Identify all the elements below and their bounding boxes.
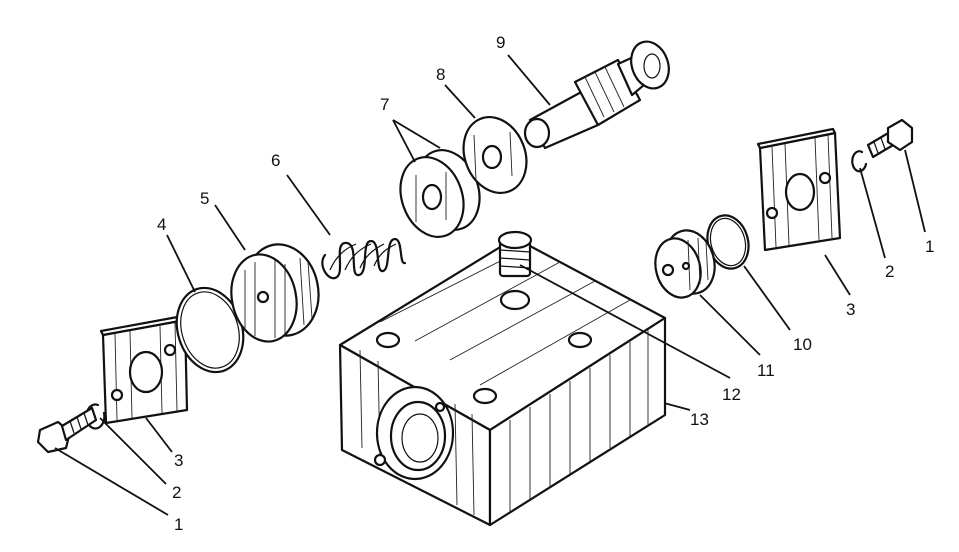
spring [321, 237, 407, 280]
callout-6: 6 [271, 151, 280, 170]
cap-screw-right [866, 118, 914, 159]
piston-right [654, 229, 716, 299]
end-plate-left [99, 314, 189, 425]
disc-pair [399, 149, 481, 238]
callout-11: 11 [757, 361, 775, 380]
callout-10: 10 [793, 335, 812, 354]
callout-9: 9 [496, 33, 505, 52]
end-plate-right [756, 127, 842, 252]
callout-12: 12 [722, 385, 741, 404]
callout-8: 8 [436, 65, 445, 84]
callout-2-right: 2 [885, 262, 894, 281]
callout-1-right: 1 [925, 237, 934, 256]
top-threaded-plug [497, 230, 533, 278]
cap-screw-left [36, 406, 98, 454]
callout-3-right: 3 [846, 300, 855, 319]
lock-washer-right [851, 150, 868, 173]
callout-4: 4 [157, 215, 166, 234]
callout-1-left: 1 [174, 515, 183, 534]
callout-5: 5 [200, 189, 209, 208]
callout-7: 7 [380, 95, 389, 114]
callout-labels: 1 2 3 4 5 6 7 8 9 10 11 12 13 3 2 1 [157, 33, 934, 534]
spool-stem [523, 40, 670, 150]
valve-body-block [338, 236, 667, 527]
single-disc [462, 116, 528, 194]
leader-lines [54, 54, 926, 516]
piston-left [230, 243, 320, 343]
callout-2-left: 2 [172, 483, 181, 502]
callout-3-left: 3 [174, 451, 183, 470]
callout-13: 13 [690, 410, 709, 429]
